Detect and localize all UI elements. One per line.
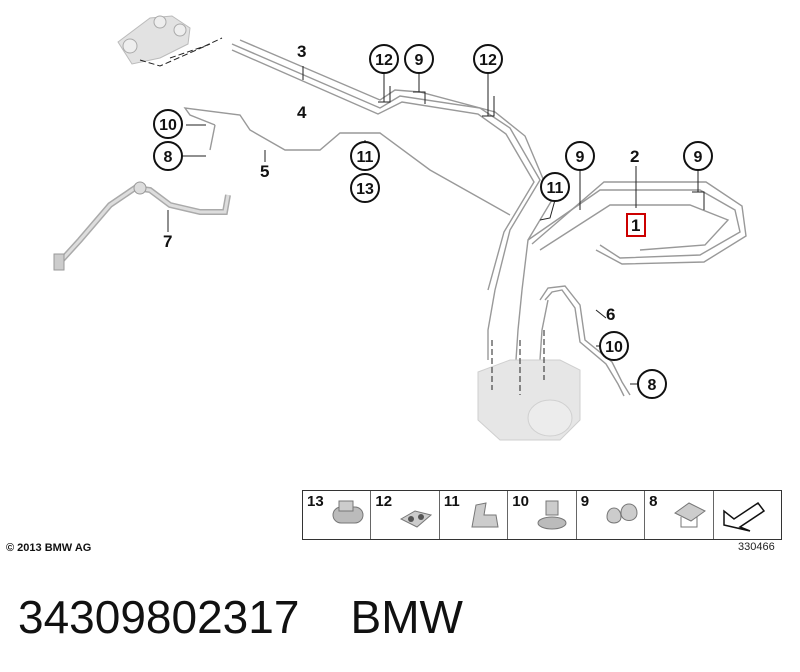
highlighted-part-1[interactable]: 1 — [626, 213, 646, 237]
callout-9-text: 9 — [576, 149, 585, 166]
legend-number: 13 — [307, 493, 324, 510]
bracket-clip-icon — [674, 502, 707, 528]
callout-8-right: 8 — [637, 369, 667, 399]
label-part-4: 4 — [297, 103, 307, 122]
callout-13-text: 13 — [356, 181, 374, 198]
callout-11-center: 11 — [350, 141, 380, 171]
callout-12-top-right: 12 — [473, 44, 503, 74]
callout-13-center: 13 — [350, 173, 380, 203]
abs-leaders — [491, 330, 545, 395]
twin-pipe-clip-icon — [606, 503, 638, 524]
double-clip-icon — [471, 502, 499, 528]
callout-circles: 12 9 12 10 8 11 13 9 — [153, 44, 713, 399]
callout-9-right: 9 — [683, 141, 713, 171]
callout-9-text: 9 — [694, 149, 703, 166]
legend-number: 12 — [375, 493, 393, 510]
callout-8-text: 8 — [648, 377, 657, 394]
label-part-3: 3 — [297, 42, 306, 61]
master-cylinder — [117, 15, 191, 65]
callout-12-top-left: 12 — [369, 44, 399, 74]
arrow-icon — [722, 501, 765, 532]
brand-name: BMW — [350, 591, 463, 643]
legend-cell-8: 8 — [645, 491, 714, 539]
legend-cell-12: 12 — [371, 491, 440, 539]
copyright-text: © 2013 BMW AG — [6, 542, 92, 554]
leader-lines — [167, 66, 705, 385]
callout-12-text: 12 — [375, 52, 393, 69]
flexible-hose — [53, 181, 231, 271]
label-part-1: 1 — [631, 216, 640, 235]
callout-10-left: 10 — [153, 109, 183, 139]
pipe-clip-icon — [400, 510, 433, 528]
callout-8-left: 8 — [153, 141, 183, 171]
sleeve-clip-icon — [332, 500, 364, 524]
callout-12-text: 12 — [479, 52, 497, 69]
callout-9-text: 9 — [415, 52, 424, 69]
legend-cell-13: 13 — [303, 491, 372, 539]
legend-cell-10: 10 — [508, 491, 577, 539]
callout-11-text: 11 — [547, 180, 564, 197]
diagram-id: 330466 — [738, 541, 775, 553]
callout-10-right: 10 — [599, 331, 629, 361]
callout-10-text: 10 — [605, 339, 623, 356]
part-number-line: 34309802317 BMW — [18, 590, 463, 644]
legend-cell-11: 11 — [440, 491, 509, 539]
part-number: 34309802317 — [18, 591, 300, 643]
label-part-7: 7 — [163, 232, 172, 251]
label-part-2: 2 — [630, 147, 639, 166]
legend-cell-9: 9 — [577, 491, 646, 539]
callout-11-text: 11 — [357, 149, 374, 166]
callout-8-text: 8 — [164, 149, 173, 166]
label-part-6: 6 — [606, 305, 615, 324]
legend-number: 9 — [580, 493, 590, 510]
callout-10-text: 10 — [159, 117, 177, 134]
label-part-5: 5 — [260, 162, 269, 181]
abs-unit — [477, 359, 581, 441]
legend-number: 8 — [649, 493, 658, 510]
brake-pipes — [183, 39, 747, 397]
legend-cell-arrow — [714, 491, 781, 539]
push-clip-icon — [537, 500, 567, 530]
leader-dashes — [139, 37, 223, 67]
callout-9-top: 9 — [404, 44, 434, 74]
clip-legend: 13 12 11 10 9 8 — [302, 490, 782, 540]
callout-11-right: 11 — [540, 172, 570, 202]
legend-number: 10 — [512, 493, 529, 510]
callout-9-middle: 9 — [565, 141, 595, 171]
legend-number: 11 — [443, 493, 460, 510]
